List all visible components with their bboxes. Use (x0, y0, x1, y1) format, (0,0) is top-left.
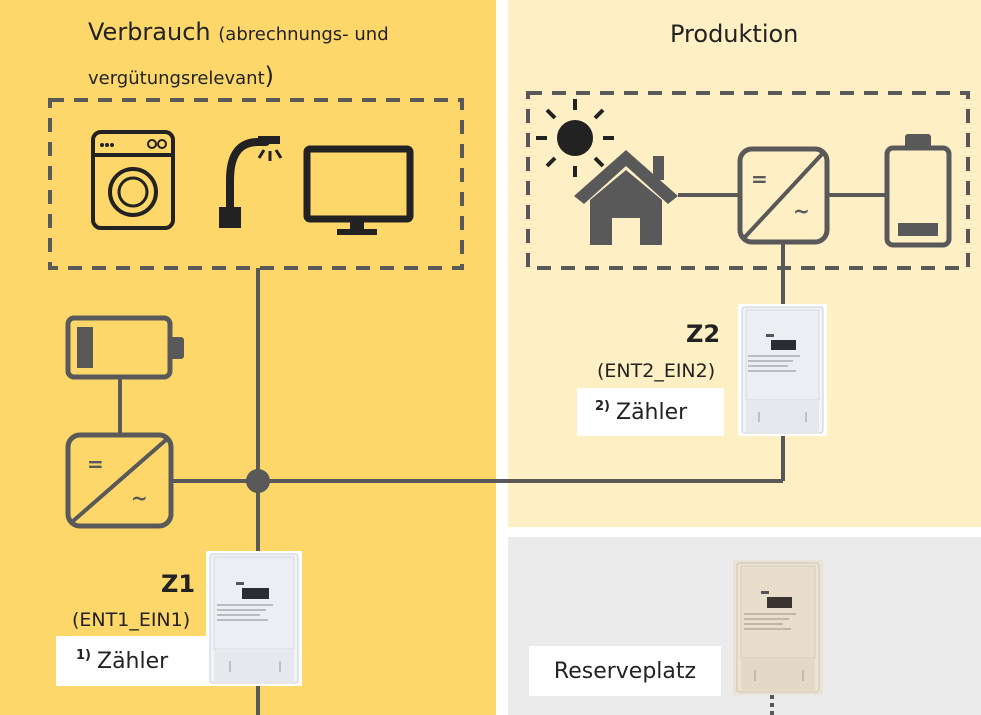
inverter-icon (65, 432, 174, 529)
reserve-label: Reserveplatz (529, 646, 721, 696)
meter-z1-code: (ENT1_EIN1) (72, 609, 191, 631)
monitor-icon (303, 145, 414, 235)
inverter-ac-symbol: ~ (793, 199, 810, 223)
electricity-meter-icon (733, 560, 823, 695)
meter-z1-footnote: 1) (76, 647, 91, 663)
meter-z2-id: Z2 (686, 320, 721, 348)
electricity-meter-icon (206, 551, 302, 686)
sun-icon (536, 99, 614, 177)
house-icon (574, 150, 678, 245)
production-title: Produktion (670, 20, 799, 48)
consumption-subtitle-close: ) (264, 62, 274, 90)
washing-machine-icon (91, 130, 175, 230)
inverter-dc-symbol: = (87, 452, 104, 476)
battery-icon (65, 315, 184, 380)
meter-z1-label-text: Zähler (97, 648, 169, 674)
producer-group-box (526, 91, 970, 270)
meter-z1-label: 1) Zähler (56, 636, 206, 686)
electricity-meter-icon (738, 304, 827, 436)
meter-z2-code: (ENT2_EIN2) (597, 360, 716, 382)
inverter-dc-symbol: = (751, 167, 768, 191)
consumption-title-main: Verbrauch (88, 18, 211, 46)
battery-icon (884, 134, 952, 248)
meter-z1-id: Z1 (161, 570, 196, 598)
meter-z2-label-text: Zähler (616, 399, 688, 425)
production-zone (508, 0, 981, 527)
meter-z2-footnote: 2) (595, 398, 610, 414)
lamp-icon (219, 136, 283, 228)
consumption-subtitle-part1: (abrechnungs- und (218, 24, 389, 45)
inverter-ac-symbol: ~ (131, 486, 148, 510)
inverter-icon (737, 146, 830, 245)
consumption-title: Verbrauch (abrechnungs- und (88, 18, 389, 46)
consumption-subtitle-line2: vergütungsrelevant) (88, 62, 274, 90)
junction-node (246, 469, 270, 493)
meter-z2-label: 2) Zähler (577, 388, 724, 436)
consumption-subtitle-part2: vergütungsrelevant (88, 68, 265, 89)
consumer-group-box (48, 98, 464, 270)
